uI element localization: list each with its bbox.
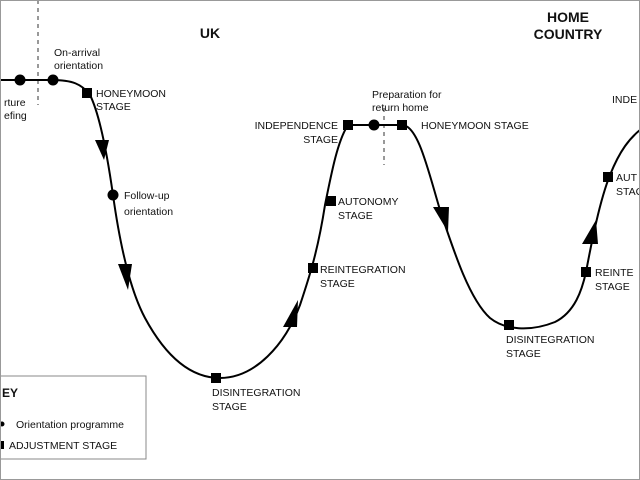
- key-title: EY: [2, 386, 18, 400]
- stage-marker-honeymoon-1: [82, 88, 92, 98]
- arrow-up-2: [582, 220, 598, 244]
- stage-marker-reintegration-2: [581, 267, 591, 277]
- orientation-marker-follow-up: [107, 189, 119, 201]
- label-honeymoon-1b: STAGE: [96, 101, 131, 113]
- region-title-uk: UK: [200, 25, 220, 41]
- label-departure-1: rture: [4, 97, 26, 109]
- stage-marker-autonomy-1: [326, 196, 336, 206]
- label-autonomy-1a: AUTONOMY: [338, 196, 398, 208]
- adjustment-curve: [0, 79, 640, 380]
- label-independence-1b: STAGE: [303, 134, 338, 146]
- stage-marker-autonomy-2: [603, 172, 613, 182]
- label-autonomy-1b: STAGE: [338, 210, 373, 222]
- region-title-home-1: HOME: [547, 9, 589, 25]
- label-independence-1a: INDEPENDENCE: [255, 120, 338, 132]
- label-disintegration-2a: DISINTEGRATION: [506, 334, 594, 346]
- label-follow-up-2: orientation: [124, 206, 173, 218]
- label-prep-return-1: Preparation for: [372, 89, 442, 101]
- label-disintegration-1b: STAGE: [212, 401, 247, 413]
- key-border: [0, 375, 147, 460]
- arrow-down-1: [95, 140, 109, 160]
- key-square-label: ADJUSTMENT STAGE: [9, 440, 117, 452]
- label-reintegration-1b: STAGE: [320, 278, 355, 290]
- label-disintegration-2b: STAGE: [506, 348, 541, 360]
- label-autonomy-2a: AUT: [616, 172, 638, 184]
- label-reintegration-1a: REINTEGRATION: [320, 264, 406, 276]
- stage-marker-honeymoon-2: [397, 120, 407, 130]
- key-circle-label: Orientation programme: [16, 419, 124, 431]
- arrow-down-3: [433, 207, 449, 232]
- label-on-arrival-1: On-arrival: [54, 47, 100, 59]
- key-circle-icon: [0, 421, 5, 427]
- label-disintegration-1a: DISINTEGRATION: [212, 387, 300, 399]
- stage-marker-independence-1: [343, 120, 353, 130]
- key-box: EY Orientation programme ADJUSTMENT STAG…: [0, 375, 147, 460]
- label-on-arrival-2: orientation: [54, 60, 103, 72]
- label-follow-up-1: Follow-up: [124, 190, 170, 202]
- label-honeymoon-1a: HONEYMOON: [96, 88, 166, 100]
- stage-marker-disintegration-1: [211, 373, 221, 383]
- label-reintegration-2a: REINTE: [595, 267, 634, 279]
- label-prep-return-2: return home: [372, 102, 429, 114]
- stage-marker-reintegration-1: [308, 263, 318, 273]
- label-reintegration-2b: STAGE: [595, 281, 630, 293]
- orientation-marker-prep-return: [368, 119, 380, 131]
- region-title-home-2: COUNTRY: [534, 26, 603, 42]
- orientation-marker-on-arrival: [47, 74, 59, 86]
- arrow-down-2: [118, 264, 132, 290]
- label-independence-2: INDE: [612, 94, 637, 106]
- label-honeymoon-2: HONEYMOON STAGE: [421, 120, 529, 132]
- stage-marker-disintegration-2: [504, 320, 514, 330]
- key-square-icon: [0, 441, 4, 449]
- label-autonomy-2b: STAG: [616, 186, 640, 198]
- label-departure-2: efing: [4, 110, 27, 122]
- orientation-marker-departure: [14, 74, 26, 86]
- arrow-up-1: [283, 300, 298, 327]
